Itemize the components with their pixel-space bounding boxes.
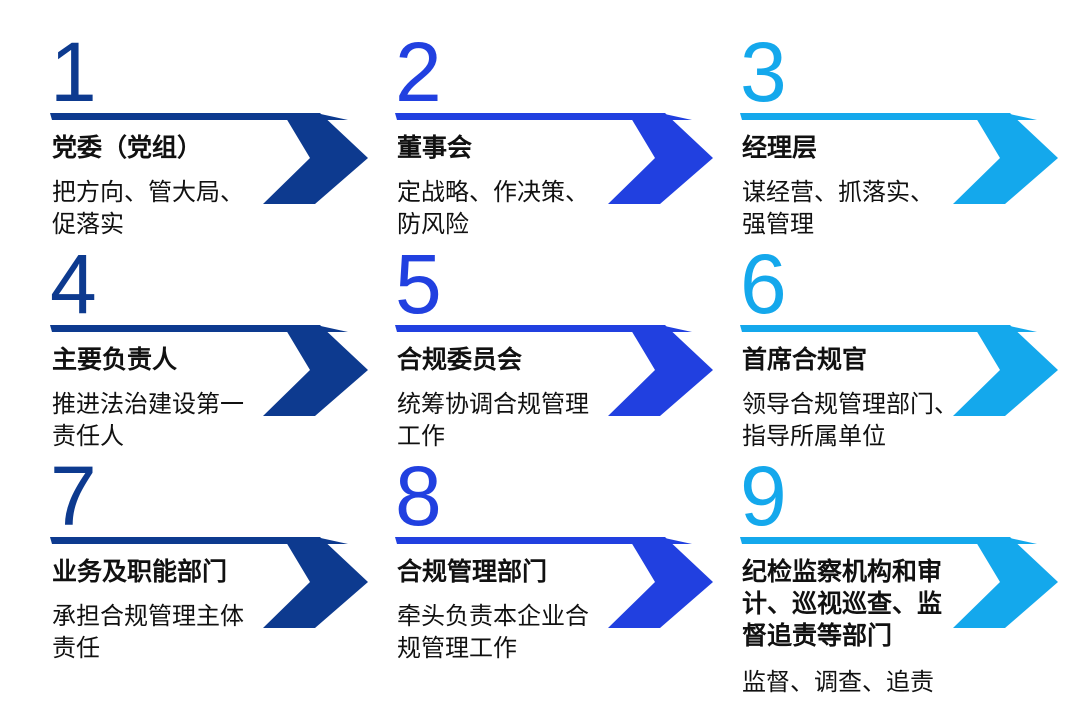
arrow-4-chevron (263, 325, 368, 416)
arrow-2-chevron (608, 113, 713, 204)
step-desc-7: 承担合规管理主体 责任 (52, 602, 244, 662)
arrow-3 (740, 113, 1058, 204)
step-title-2: 董事会 (397, 133, 473, 162)
step-desc-9: 监督、调查、追责 (742, 668, 934, 696)
arrow-8 (395, 537, 713, 628)
step-title-9: 纪检监察机构和审 计、巡视巡查、监 督追责等部门 (742, 557, 943, 650)
step-desc-2: 定战略、作决策、 防风险 (397, 178, 589, 238)
step-title-6: 首席合规官 (742, 345, 868, 374)
step-title-5: 合规委员会 (397, 345, 523, 374)
step-desc-8: 牵头负责本企业合 规管理工作 (397, 602, 589, 662)
step-number-3: 3 (740, 25, 787, 119)
arrow-8-chevron (608, 537, 713, 628)
arrow-1-chevron (263, 113, 368, 204)
arrow-4 (50, 325, 368, 416)
arrow-5-chevron (608, 325, 713, 416)
step-number-8: 8 (395, 449, 442, 543)
arrow-1-bar (50, 113, 348, 120)
step-number-5: 5 (395, 237, 442, 331)
arrow-7 (50, 537, 368, 628)
step-number-6: 6 (740, 237, 787, 331)
arrow-4-bar (50, 325, 348, 332)
arrow-3-bar (740, 113, 1037, 120)
arrow-2-bar (395, 113, 692, 120)
step-desc-3: 谋经营、抓落实、 强管理 (742, 178, 934, 238)
arrow-3-chevron (953, 113, 1058, 204)
arrow-7-chevron (263, 537, 368, 628)
arrow-2 (395, 113, 713, 204)
step-number-4: 4 (50, 237, 97, 331)
arrow-6-bar (740, 325, 1037, 332)
arrow-6-chevron (953, 325, 1058, 416)
arrow-9 (740, 537, 1058, 628)
arrow-9-chevron (953, 537, 1058, 628)
step-title-4: 主要负责人 (52, 345, 178, 374)
step-desc-4: 推进法治建设第一 责任人 (52, 390, 244, 450)
arrow-5-bar (395, 325, 692, 332)
arrow-6 (740, 325, 1058, 416)
step-title-7: 业务及职能部门 (52, 557, 228, 586)
step-title-3: 经理层 (742, 133, 818, 162)
step-title-1: 党委（党组） (52, 133, 203, 162)
arrow-5 (395, 325, 713, 416)
step-number-1: 1 (50, 25, 97, 119)
step-number-7: 7 (50, 449, 97, 543)
step-title-8: 合规管理部门 (397, 557, 548, 586)
arrow-9-bar (740, 537, 1037, 544)
arrow-1 (50, 113, 368, 204)
step-number-9: 9 (740, 449, 787, 543)
step-desc-1: 把方向、管大局、 促落实 (52, 178, 244, 238)
step-desc-5: 统筹协调合规管理 工作 (397, 390, 589, 450)
arrow-8-bar (395, 537, 692, 544)
step-number-2: 2 (395, 25, 442, 119)
step-desc-6: 领导合规管理部门、 指导所属单位 (742, 390, 958, 450)
arrow-7-bar (50, 537, 348, 544)
